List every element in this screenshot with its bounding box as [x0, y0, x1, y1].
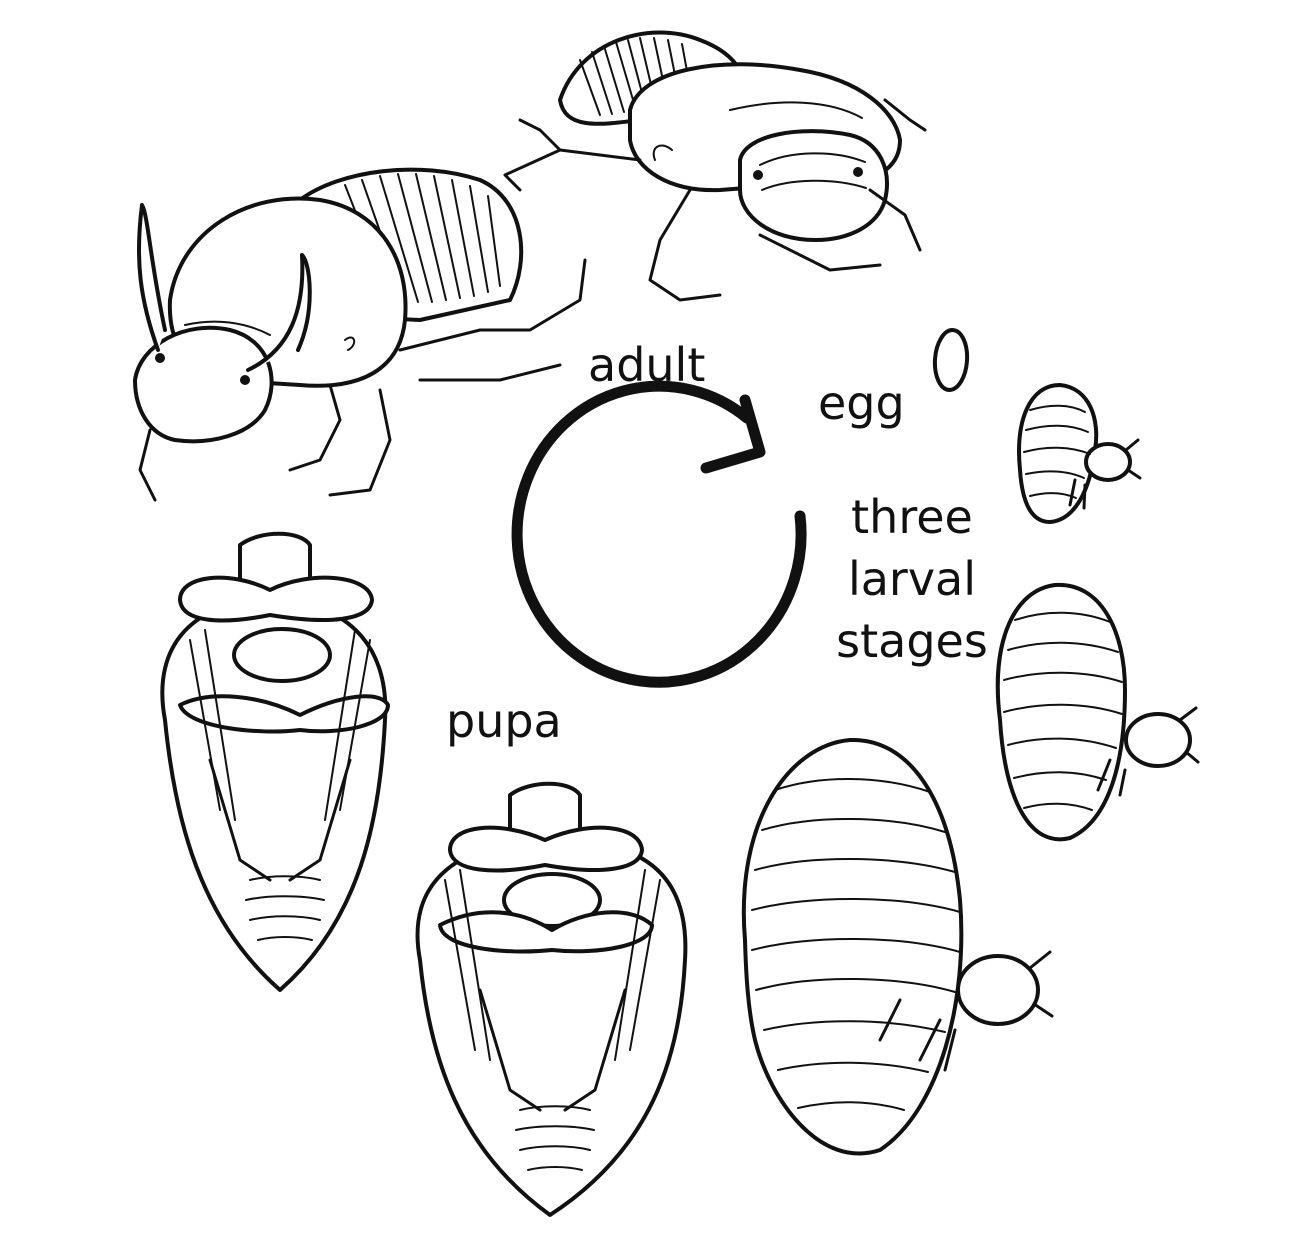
larval-label-line-2: larval — [847, 552, 977, 606]
larval-label-line-3: stages — [836, 614, 988, 668]
pupa-label: pupa — [446, 694, 562, 748]
pupa-right-illustration — [415, 781, 688, 1217]
egg-label: egg — [818, 376, 905, 430]
larval-label-line-1: three — [851, 490, 973, 544]
adult-beetle-horned-illustration — [133, 167, 587, 502]
adult-beetle-top-illustration — [503, 30, 927, 302]
larva-large-illustration — [741, 737, 1054, 1156]
egg-illustration — [932, 328, 970, 392]
larva-small-illustration — [1017, 383, 1142, 524]
larval-stages-label: three larval stages — [832, 486, 992, 672]
cycle-arrow-icon — [511, 380, 807, 688]
pupa-left-illustration — [160, 531, 390, 992]
adult-label: adult — [588, 338, 706, 392]
larva-medium-illustration — [995, 582, 1200, 842]
